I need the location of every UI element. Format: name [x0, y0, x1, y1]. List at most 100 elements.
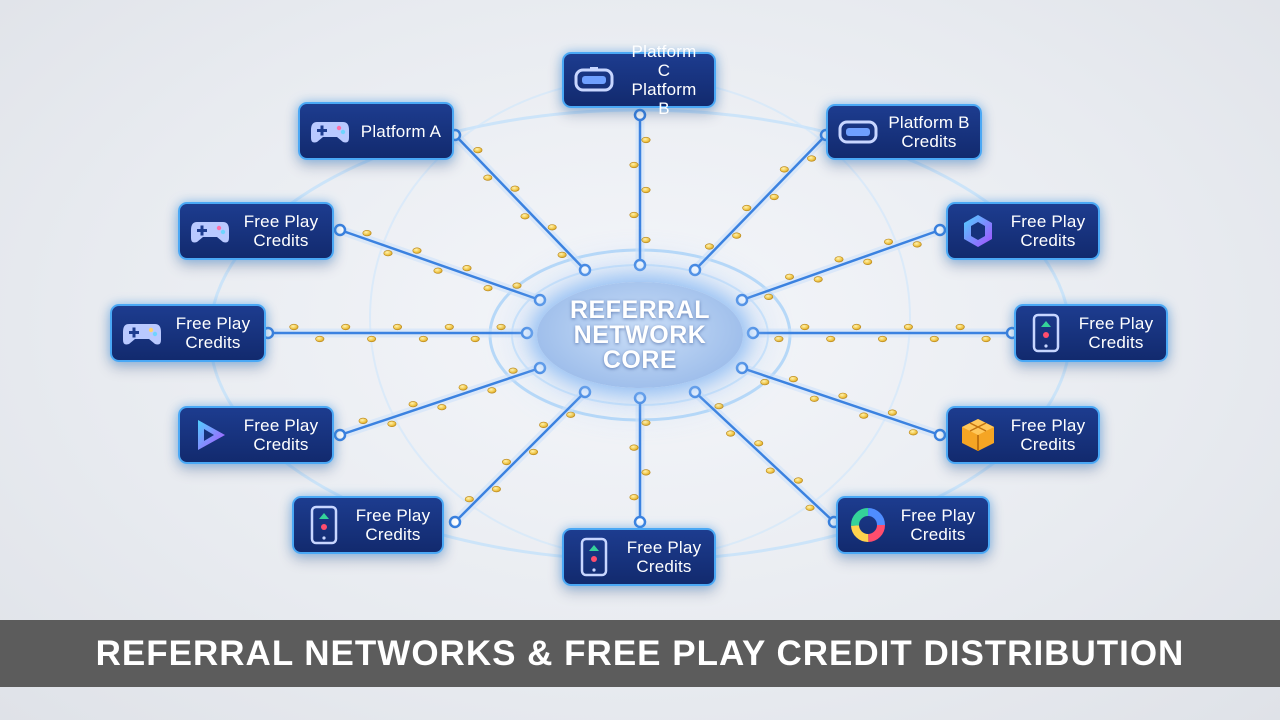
node-free-play-right-2[interactable]: Free Play Credits — [946, 202, 1100, 260]
credit-coin — [800, 323, 810, 331]
gamepad-icon — [308, 111, 352, 151]
connector-line — [339, 366, 541, 437]
node-label-line1: Free Play — [900, 506, 976, 525]
connector-endpoint — [333, 223, 347, 237]
credit-coin — [520, 213, 530, 220]
connector-line — [454, 134, 586, 271]
node-label-line2: Credits — [185, 333, 241, 352]
credit-coin — [408, 401, 418, 408]
credit-coin — [641, 136, 651, 144]
connector-endpoint — [448, 515, 462, 529]
connector-endpoint — [533, 293, 547, 307]
mobile-game-icon — [1024, 313, 1068, 353]
connector-endpoint — [633, 258, 647, 272]
hexagon-logo-icon — [956, 211, 1000, 251]
node-label-line2: Credits — [636, 557, 692, 576]
connector-endpoint — [735, 361, 749, 375]
node-label-line2: Credits — [253, 435, 309, 454]
credit-coin — [358, 417, 368, 425]
credit-coin — [392, 323, 402, 331]
credit-coin — [981, 335, 991, 343]
connector-endpoint — [633, 515, 647, 529]
credit-coin — [383, 250, 393, 257]
credit-coin — [784, 273, 794, 280]
credit-coin — [641, 186, 651, 194]
credit-coin — [726, 430, 736, 437]
node-label-line2: Credits — [253, 231, 309, 250]
credit-coin — [629, 161, 639, 169]
credit-coin — [341, 323, 351, 331]
credit-coin — [539, 421, 549, 429]
credit-coin — [629, 494, 639, 501]
credit-coin — [315, 335, 325, 343]
credit-coin — [714, 403, 724, 410]
node-free-play-left-2[interactable]: Free Play Credits — [178, 202, 334, 260]
connector-endpoint — [633, 391, 647, 405]
node-platform-b[interactable]: Platform B Credits — [826, 104, 982, 160]
credit-coin — [908, 429, 918, 436]
credit-coin — [769, 193, 779, 201]
credit-coin — [473, 147, 483, 154]
credit-coin — [765, 467, 775, 474]
credit-coin — [483, 174, 493, 181]
node-label-line1: Platform C — [631, 42, 697, 80]
credit-coin — [704, 243, 714, 250]
credit-coin — [903, 323, 913, 331]
credit-coin — [742, 204, 752, 212]
connector-endpoint — [933, 428, 947, 442]
credit-coin — [912, 241, 922, 248]
connector-endpoint — [933, 223, 947, 237]
node-top-platform[interactable]: Platform C Platform B — [562, 42, 716, 118]
node-free-play-left-3[interactable]: Free Play Credits — [110, 304, 266, 362]
credit-coin — [462, 265, 472, 272]
node-label-line1: Free Play — [1010, 212, 1086, 231]
node-free-play-lower-left[interactable]: Free Play Credits — [292, 496, 444, 554]
credit-coin — [774, 335, 784, 343]
connector-endpoint — [688, 263, 702, 277]
node-free-play-bottom[interactable]: Free Play Credits — [562, 528, 716, 586]
credit-coin — [444, 323, 454, 331]
connector-endpoint — [633, 108, 647, 122]
credit-coin — [362, 230, 372, 237]
credit-coin — [487, 387, 497, 394]
node-label-line1: Free Play — [1010, 416, 1086, 435]
credit-coin — [788, 376, 798, 383]
credit-coin — [732, 232, 742, 239]
node-label-line2: Platform B — [631, 80, 697, 118]
connector-line — [741, 228, 941, 302]
credit-coin — [887, 409, 897, 416]
credit-coin — [834, 256, 844, 263]
core-label-line2: NETWORK — [573, 320, 707, 349]
node-label-line1: Free Play — [175, 314, 251, 333]
credit-coin — [501, 458, 511, 466]
credit-coin — [760, 379, 770, 386]
node-free-play-right-4[interactable]: Free Play Credits — [946, 406, 1100, 464]
node-label-line1: Platform A — [360, 121, 442, 141]
node-label-line2: Credits — [910, 525, 966, 544]
credit-coin — [496, 323, 506, 331]
credit-coin — [809, 395, 819, 402]
node-label-line1: Free Play — [243, 416, 319, 435]
connector-line — [339, 228, 541, 302]
credit-coin — [883, 238, 893, 245]
gamepad-icon — [188, 211, 232, 251]
node-label-line1: Free Play — [243, 212, 319, 231]
credit-coin — [433, 267, 443, 274]
credit-coin — [528, 448, 538, 456]
credit-coin — [955, 323, 965, 331]
node-label-line2: Credits — [1020, 435, 1076, 454]
credit-coin — [929, 335, 939, 343]
credit-coin — [464, 496, 474, 503]
connector-endpoint — [735, 293, 749, 307]
node-free-play-lower-right[interactable]: Free Play Credits — [836, 496, 990, 554]
node-free-play-left-4[interactable]: Free Play Credits — [178, 406, 334, 464]
credit-coin — [852, 323, 862, 331]
node-platform-a[interactable]: Platform A — [298, 102, 454, 160]
connector-endpoint — [578, 263, 592, 277]
credit-coin — [826, 335, 836, 343]
connector-endpoint — [333, 428, 347, 442]
node-free-play-right-3[interactable]: Free Play Credits — [1014, 304, 1168, 362]
credit-coin — [412, 247, 422, 254]
